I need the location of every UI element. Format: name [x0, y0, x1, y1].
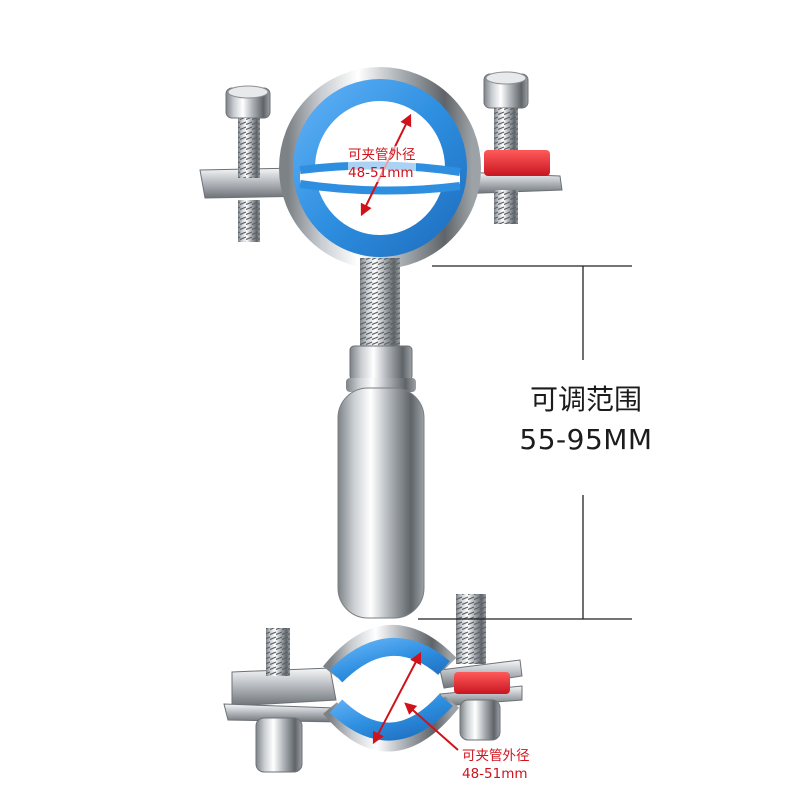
adjustable-range-label: 可调范围 55-95MM: [504, 380, 668, 460]
top-right-bolt: [483, 71, 550, 224]
bottom-clamp: [223, 594, 523, 773]
hex-nut: [349, 345, 413, 381]
sleeve-body: [337, 387, 425, 619]
red-washer: [484, 150, 550, 176]
top-left-bolt: [225, 85, 271, 242]
top-diameter-caption: 可夹管外径 48-51mm: [348, 146, 416, 182]
bottom-diameter-caption: 可夹管外径 48-51mm: [462, 747, 530, 783]
adjustable-range-title: 可调范围: [529, 383, 642, 416]
top-diameter-size: 48-51mm: [348, 165, 414, 181]
top-diameter-label: 可夹管外径: [348, 147, 416, 163]
bottom-right-bolt: [454, 594, 510, 741]
adjustable-rod: [337, 258, 425, 619]
bottom-left-bolt: [255, 628, 303, 773]
bottom-diameter-label: 可夹管外径: [462, 748, 530, 764]
bottom-diameter-size: 48-51mm: [462, 766, 528, 782]
dimension-lines: [418, 265, 632, 620]
adjustable-range-value: 55-95MM: [519, 423, 653, 456]
top-clamp: [199, 67, 563, 269]
red-washer: [454, 672, 510, 694]
